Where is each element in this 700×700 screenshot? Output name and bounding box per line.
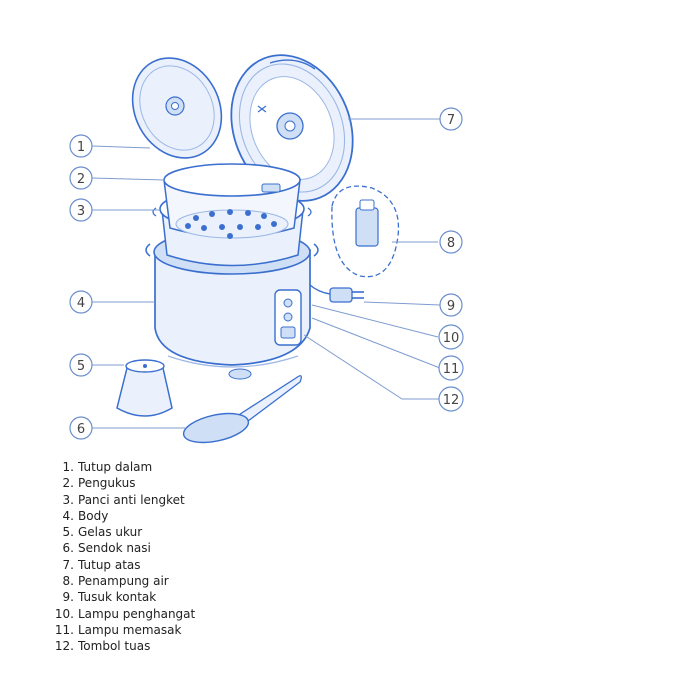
callout-1: 1 [70, 135, 92, 157]
legend-number: 1. [48, 459, 74, 475]
svg-text:3: 3 [77, 204, 85, 219]
legend-label: Sendok nasi [78, 541, 151, 555]
svg-text:2: 2 [77, 172, 85, 187]
legend-label: Tutup atas [78, 558, 141, 572]
legend-number: 4. [48, 508, 74, 524]
legend-number: 8. [48, 573, 74, 589]
legend-item: 2. Pengukus [48, 475, 195, 491]
callout-9: 9 [440, 294, 462, 316]
callout-6: 6 [70, 417, 92, 439]
legend-number: 10. [48, 606, 74, 622]
callout-7: 7 [440, 108, 462, 130]
legend-item: 8. Penampung air [48, 573, 195, 589]
legend-label: Tusuk kontak [78, 590, 156, 604]
callout-4: 4 [70, 291, 92, 313]
legend-number: 7. [48, 557, 74, 573]
svg-text:6: 6 [77, 422, 85, 437]
rice-spatula-drawing [181, 376, 301, 448]
legend-number: 12. [48, 638, 74, 654]
power-plug-drawing [310, 285, 364, 302]
callout-5: 5 [70, 354, 92, 376]
legend-number: 9. [48, 589, 74, 605]
svg-text:7: 7 [447, 113, 455, 128]
svg-text:9: 9 [447, 299, 455, 314]
legend-label: Tutup dalam [78, 460, 152, 474]
inner-lid-drawing [116, 42, 239, 173]
svg-text:12: 12 [443, 393, 460, 408]
legend-item: 9. Tusuk kontak [48, 589, 195, 605]
legend-label: Pengukus [78, 476, 135, 490]
svg-text:8: 8 [447, 236, 455, 251]
callout-10: 10 [439, 325, 463, 349]
parts-legend: 1. Tutup dalam 2. Pengukus 3. Panci anti le… [48, 459, 195, 655]
legend-item: 1. Tutup dalam [48, 459, 195, 475]
svg-text:1: 1 [77, 140, 85, 155]
legend-item: 4. Body [48, 508, 195, 524]
legend-item: 6. Sendok nasi [48, 540, 195, 556]
legend-item: 12. Tombol tuas [48, 638, 195, 654]
legend-label: Tombol tuas [78, 639, 150, 653]
steamer-drawing [164, 164, 300, 239]
legend-number: 6. [48, 540, 74, 556]
svg-text:5: 5 [77, 359, 85, 374]
rice-cooker-exploded-diagram: 1 2 3 4 5 6 7 [0, 0, 700, 455]
callout-8: 8 [440, 231, 462, 253]
svg-text:4: 4 [77, 296, 85, 311]
legend-item: 7. Tutup atas [48, 557, 195, 573]
legend-label: Lampu memasak [78, 623, 181, 637]
callout-3: 3 [70, 199, 92, 221]
legend-number: 11. [48, 622, 74, 638]
measuring-cup-drawing [117, 360, 172, 416]
legend-label: Body [78, 509, 108, 523]
callout-12: 12 [439, 387, 463, 411]
callout-11: 11 [439, 356, 463, 380]
legend-number: 2. [48, 475, 74, 491]
water-collector-drawing [332, 186, 399, 277]
legend-item: 10. Lampu penghangat [48, 606, 195, 622]
legend-label: Penampung air [78, 574, 169, 588]
legend-item: 3. Panci anti lengket [48, 492, 195, 508]
legend-label: Lampu penghangat [78, 607, 195, 621]
svg-text:10: 10 [443, 331, 460, 346]
legend-number: 5. [48, 524, 74, 540]
legend-label: Gelas ukur [78, 525, 142, 539]
callout-2: 2 [70, 167, 92, 189]
legend-item: 5. Gelas ukur [48, 524, 195, 540]
legend-item: 11. Lampu memasak [48, 622, 195, 638]
svg-text:11: 11 [443, 362, 460, 377]
legend-number: 3. [48, 492, 74, 508]
legend-label: Panci anti lengket [78, 493, 185, 507]
